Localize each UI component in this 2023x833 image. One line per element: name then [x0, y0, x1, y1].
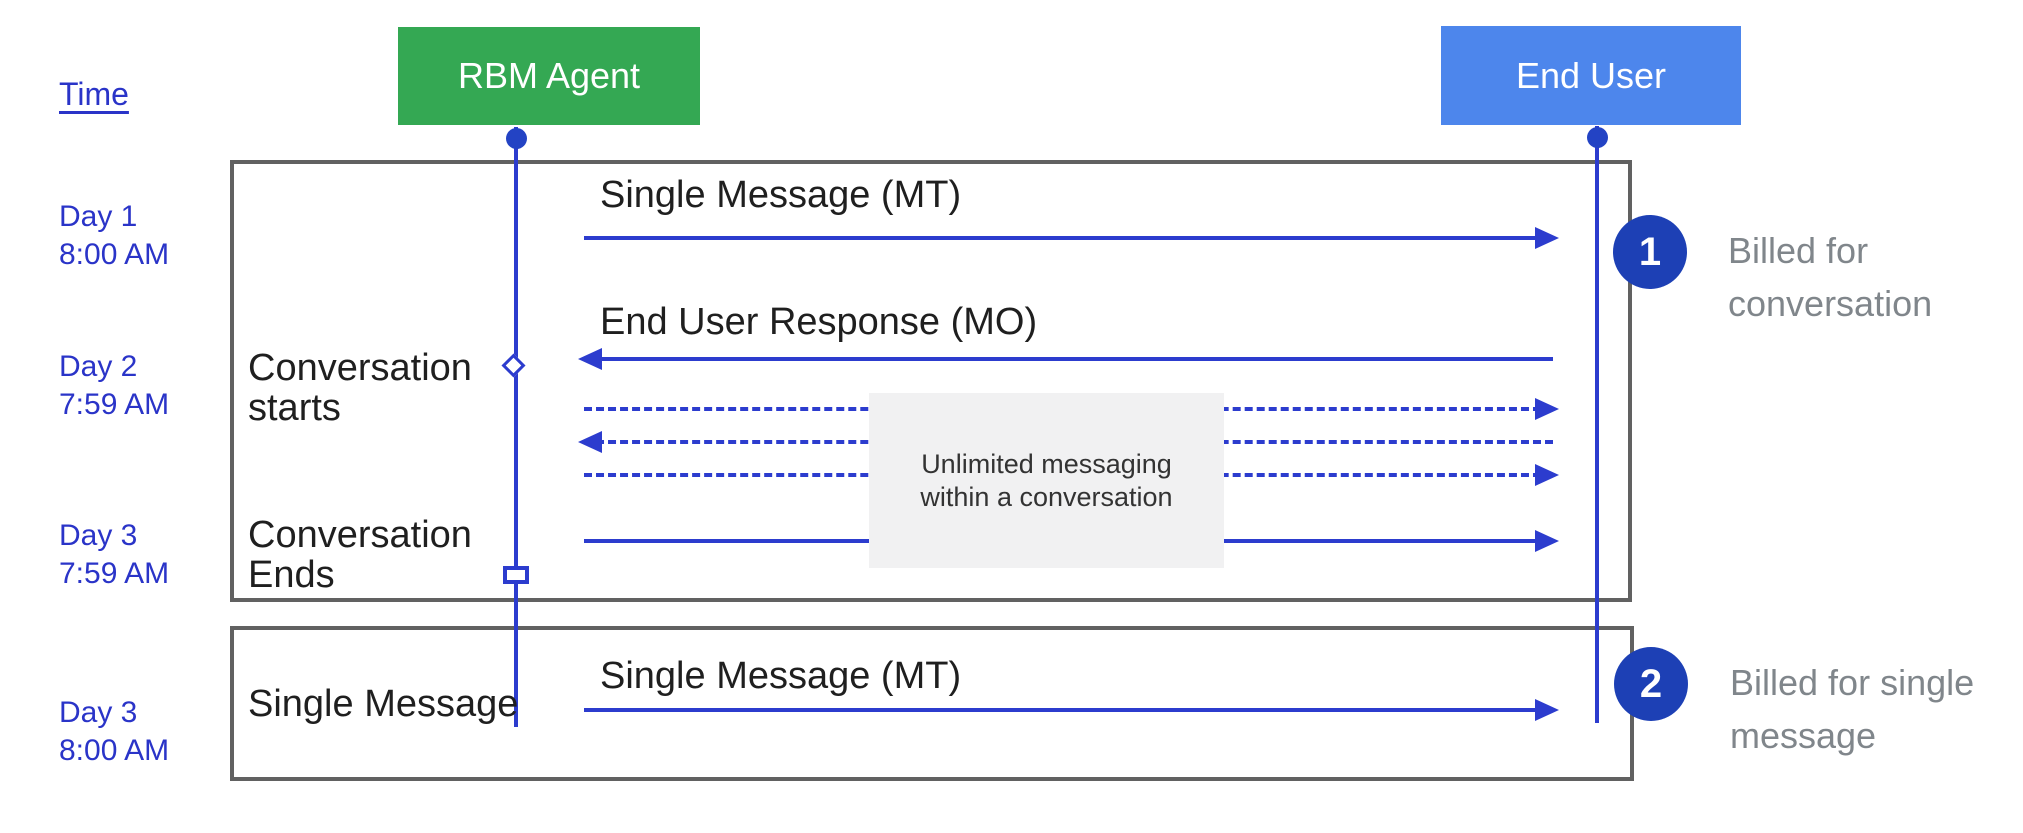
single-message-label: Single Message [248, 683, 519, 725]
timeline-day: Day 3 [59, 519, 138, 552]
timeline-time: 7:59 AM [59, 557, 170, 590]
timeline-label-day2: Day 2 7:59 AM [59, 348, 169, 424]
conversation-billing-frame [230, 160, 1632, 602]
billing-note-single-message: Billed for single message [1730, 662, 1975, 756]
arrowhead-right-icon [1535, 227, 1559, 249]
timeline-time: 7:59 AM [59, 388, 170, 421]
timeline-time: 8:00 AM [59, 238, 170, 271]
end-user-lifeline-dot-icon [1587, 127, 1608, 148]
timeline-day: Day 1 [59, 200, 138, 233]
message-arrow-single-message-mt-1 [584, 227, 1559, 249]
arrowhead-left-icon [578, 348, 602, 370]
rbm-agent-lifeline [514, 127, 518, 727]
message-label-single-message-mt-2: Single Message (MT) [600, 655, 962, 697]
conversation-ends-label: Conversation Ends [248, 514, 472, 596]
arrowhead-right-icon [1535, 464, 1559, 486]
message-arrow-end-user-response-mo [578, 348, 1553, 370]
end-user-lifeline [1595, 126, 1599, 723]
actor-rbm-agent: RBM Agent [398, 27, 700, 125]
rbm-lifeline-dot-icon [506, 128, 527, 149]
billing-note-conversation: Billed for conversation [1728, 230, 1933, 324]
timeline-label-day3-800: Day 3 8:00 AM [59, 694, 169, 770]
message-arrow-single-message-mt-2 [584, 699, 1559, 721]
arrowhead-left-icon [578, 431, 602, 453]
actor-end-user-label: End User [1515, 54, 1667, 96]
billing-badge-1: 1 [1613, 215, 1687, 289]
conversation-end-square-icon [503, 566, 529, 584]
timeline-day: Day 3 [59, 696, 138, 729]
unlimited-messaging-note: Unlimited messaging within a conversatio… [869, 393, 1224, 568]
timeline-time: 8:00 AM [59, 734, 170, 767]
arrowhead-right-icon [1535, 398, 1559, 420]
message-label-single-message-mt-1: Single Message (MT) [600, 174, 962, 216]
timeline-label-day3-759: Day 3 7:59 AM [59, 517, 169, 593]
message-label-end-user-response-mo: End User Response (MO) [600, 301, 1038, 343]
billing-badge-1-number: 1 [1638, 229, 1662, 274]
arrowhead-right-icon [1535, 530, 1559, 552]
timeline-label-day1: Day 1 8:00 AM [59, 198, 169, 274]
conversation-starts-label: Conversation starts [248, 347, 472, 429]
actor-end-user: End User [1441, 26, 1741, 125]
actor-rbm-agent-label: RBM Agent [457, 55, 641, 96]
arrowhead-right-icon [1535, 699, 1559, 721]
timeline-day: Day 2 [59, 350, 138, 383]
billing-badge-2: 2 [1614, 647, 1688, 721]
billing-badge-2-number: 2 [1639, 661, 1663, 706]
time-axis-label: Time [59, 76, 129, 112]
